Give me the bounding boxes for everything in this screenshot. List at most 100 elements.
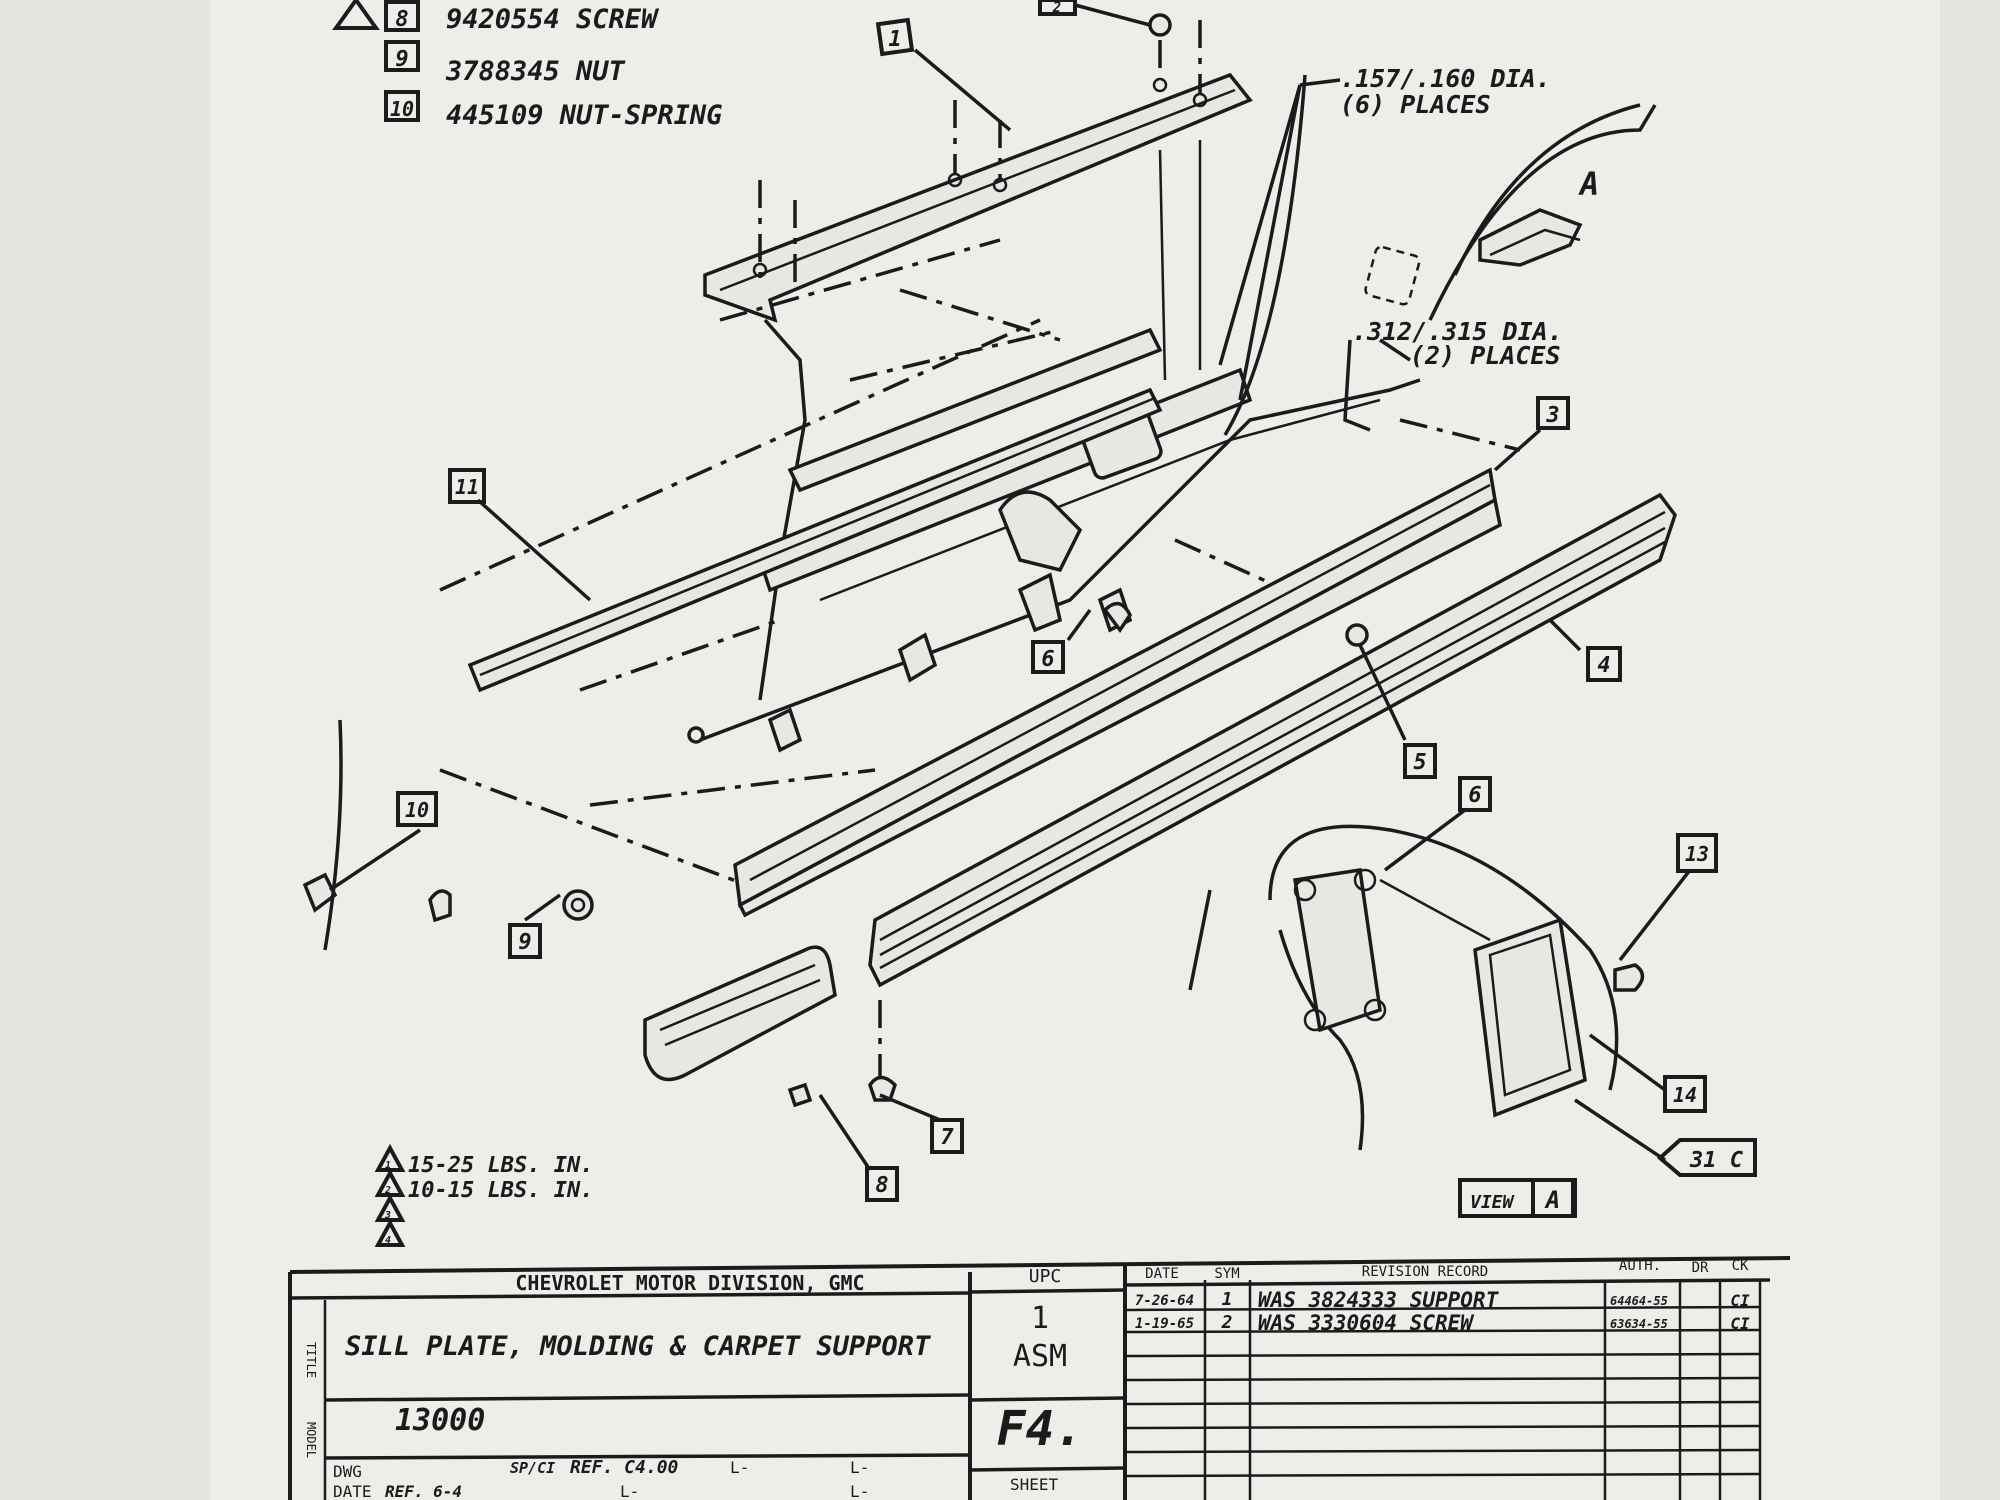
svg-text:L-: L- xyxy=(730,1458,749,1477)
svg-text:4: 4 xyxy=(385,1235,391,1246)
callout-8: 8 xyxy=(865,1166,899,1202)
wheelhouse-detail xyxy=(1268,824,1619,1151)
hole-note-small: .157/.160 DIA. xyxy=(1340,64,1551,93)
table-row: 7-26-64 1 WAS 3824333 SUPPORT 64464-55 C… xyxy=(1135,1288,1750,1312)
dwg-label: DWG xyxy=(333,1462,362,1481)
callout-5: 5 xyxy=(1403,743,1437,779)
svg-text:7: 7 xyxy=(940,1125,954,1150)
body-outlines xyxy=(323,74,1657,991)
date-label: DATE xyxy=(333,1482,372,1500)
svg-text:L-: L- xyxy=(620,1482,639,1500)
callout-6a: 6 xyxy=(1031,640,1065,674)
svg-text:1: 1 xyxy=(888,27,901,52)
legend-num: 10 xyxy=(390,97,414,121)
callout-10: 10 xyxy=(396,791,438,827)
svg-text:WAS 3824333 SUPPORT: WAS 3824333 SUPPORT xyxy=(1258,1288,1500,1312)
svg-text:3: 3 xyxy=(1545,403,1559,428)
screw-icon xyxy=(1148,13,1172,37)
svg-text:9: 9 xyxy=(518,930,531,955)
svg-text:10: 10 xyxy=(405,798,429,822)
svg-text:8: 8 xyxy=(875,1173,888,1198)
upc-value: 1 xyxy=(1031,1301,1049,1336)
legend-box-10 xyxy=(384,90,420,122)
svg-text:SYM: SYM xyxy=(1214,1266,1239,1282)
screw-icon xyxy=(1345,623,1369,647)
svg-text:6: 6 xyxy=(1041,647,1054,672)
sheet-label: SHEET xyxy=(1010,1475,1059,1494)
svg-text:31 C: 31 C xyxy=(1689,1148,1744,1173)
svg-text:2: 2 xyxy=(1052,0,1061,16)
model-number: 13000 xyxy=(395,1403,485,1438)
assembly-centerlines xyxy=(439,20,1521,1080)
callout-7: 7 xyxy=(930,1118,964,1154)
ref-number: REF. C4.00 xyxy=(570,1457,679,1478)
division-name: CHEVROLET MOTOR DIVISION, GMC xyxy=(515,1271,864,1295)
nut-icon xyxy=(562,889,594,921)
screw-icon xyxy=(787,1082,813,1108)
callout-14: 14 xyxy=(1663,1075,1707,1113)
svg-text:DR: DR xyxy=(1692,1260,1709,1276)
asm-label: ASM xyxy=(1013,1339,1067,1374)
svg-text:REVISION RECORD: REVISION RECORD xyxy=(1362,1264,1488,1280)
parts-legend: 8 9420554 SCREW 9 3788345 NUT 10 445109 … xyxy=(332,0,722,131)
svg-text:10-15 LBS. IN.: 10-15 LBS. IN. xyxy=(408,1178,593,1203)
legend-num: 8 xyxy=(395,7,408,32)
model-side-label: MODEL xyxy=(304,1422,318,1458)
view-a-sketch: A xyxy=(1478,165,1599,267)
sill-molding-4 xyxy=(868,492,1677,988)
view-a-label: VIEW A xyxy=(1458,1178,1577,1218)
callout-4: 4 xyxy=(1586,646,1622,682)
svg-text:64464-55: 64464-55 xyxy=(1610,1294,1668,1308)
torque-notes: 1 15-25 LBS. IN. 2 10-15 LBS. IN. 3 4 xyxy=(374,1143,593,1247)
svg-text:CI: CI xyxy=(1730,1314,1750,1333)
leader-lines xyxy=(329,3,1692,1171)
svg-text:2: 2 xyxy=(384,1185,391,1196)
callout-9: 9 xyxy=(508,923,542,959)
svg-text:L-: L- xyxy=(850,1482,869,1500)
screw-icon xyxy=(1613,963,1645,992)
svg-text:15-25 LBS. IN.: 15-25 LBS. IN. xyxy=(408,1153,593,1178)
date-ref: REF. 6-4 xyxy=(385,1482,462,1500)
svg-text:1: 1 xyxy=(385,1160,391,1171)
svg-text:CK: CK xyxy=(1732,1258,1749,1274)
table-row: 1-19-65 2 WAS 3330604 SCREW 63634-55 CI xyxy=(1135,1311,1750,1335)
svg-text:13: 13 xyxy=(1685,842,1709,866)
svg-text:L-: L- xyxy=(850,1458,869,1477)
hole-note-small-count: (6) PLACES xyxy=(1340,90,1491,119)
svg-text:11: 11 xyxy=(455,475,479,499)
svg-text:1: 1 xyxy=(1222,1289,1233,1310)
svg-text:7-26-64: 7-26-64 xyxy=(1135,1293,1194,1309)
callout-3: 3 xyxy=(1536,396,1570,430)
legend-box-8 xyxy=(384,0,420,32)
view-letter: A xyxy=(1578,165,1599,203)
spring-nut-icon xyxy=(428,889,452,923)
svg-text:63634-55: 63634-55 xyxy=(1610,1317,1668,1331)
legend-box-9 xyxy=(384,40,420,72)
torque-flag-icon xyxy=(374,1218,406,1247)
svg-text:3: 3 xyxy=(384,1210,391,1221)
svg-text:1-19-65: 1-19-65 xyxy=(1135,1316,1194,1332)
svg-text:CI: CI xyxy=(1730,1291,1750,1310)
spring-nut-icon xyxy=(302,872,338,913)
end-cap-part xyxy=(643,945,837,1082)
group-number: F4. xyxy=(997,1401,1084,1457)
view-reference-tag: 31 C xyxy=(1656,1138,1757,1177)
sill-plate-3 xyxy=(733,467,1502,918)
revision-record-table: DATE SYM REVISION RECORD AUTH. DR CK 7-2… xyxy=(1124,1258,1762,1500)
legend-text: 3788345 NUT xyxy=(445,56,626,87)
hole-notes: .157/.160 DIA. (6) PLACES .312/.315 DIA.… xyxy=(1340,64,1563,370)
svg-text:AUTH.: AUTH. xyxy=(1619,1258,1661,1274)
sp-ci: SP/CI xyxy=(510,1459,555,1477)
title-block: CHEVROLET MOTOR DIVISION, GMC UPC SILL P… xyxy=(288,1256,1791,1500)
svg-text:5: 5 xyxy=(1413,750,1426,775)
drawing-title: SILL PLATE, MOLDING & CARPET SUPPORT xyxy=(345,1331,931,1362)
svg-text:2: 2 xyxy=(1221,1312,1233,1333)
sill-molding-11 xyxy=(467,387,1163,693)
drawing-sheet xyxy=(210,0,1940,1500)
svg-text:4: 4 xyxy=(1597,653,1610,678)
carpet-support-part xyxy=(703,72,1253,701)
callout-11: 11 xyxy=(448,468,486,504)
svg-text:WAS 3330604 SCREW: WAS 3330604 SCREW xyxy=(1258,1311,1475,1335)
legend-text: 445109 NUT-SPRING xyxy=(446,100,722,131)
